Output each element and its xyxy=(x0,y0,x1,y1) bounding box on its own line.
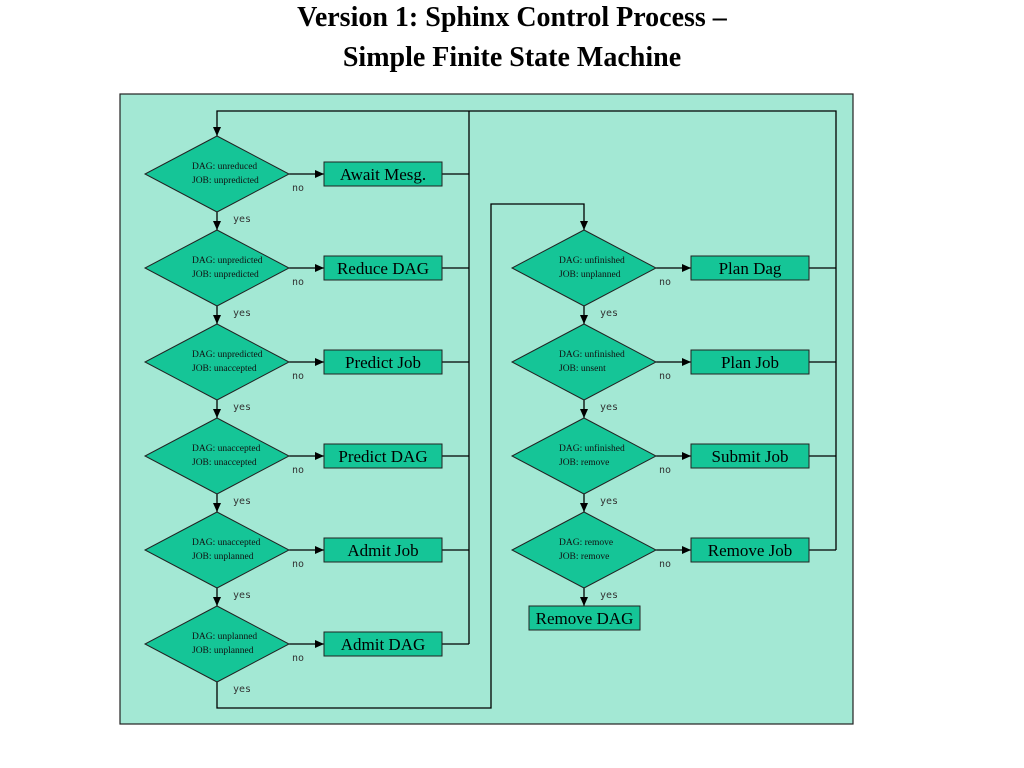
right-no-label-3: no xyxy=(659,465,671,476)
left-decision-4-dag-state: DAG: unaccepted xyxy=(192,444,261,454)
right-action-label-2: Plan Job xyxy=(721,353,779,372)
left-no-label-2: no xyxy=(292,277,304,288)
left-action-box-1 xyxy=(323,161,443,187)
left-no-label-3: no xyxy=(292,371,304,382)
left-decision-5-job-state: JOB: unplanned xyxy=(192,552,254,562)
right-action-box-3 xyxy=(690,443,810,469)
left-yes-label-1: yes xyxy=(233,214,251,225)
right-action-box-4 xyxy=(690,537,810,563)
left-decision-4-job-state: JOB: unaccepted xyxy=(192,458,257,468)
right-decision-1-dag-state: DAG: unfinished xyxy=(559,255,625,266)
left-no-label-1: no xyxy=(292,183,304,194)
right-action-label-1: Plan Dag xyxy=(719,259,782,278)
right-decision-3 xyxy=(510,417,658,495)
right-action-box-2 xyxy=(690,349,810,375)
left-no-label-4: no xyxy=(292,465,304,476)
left-decision-2-dag-state: DAG: unpredicted xyxy=(192,256,263,266)
right-no-label-4: no xyxy=(659,559,671,570)
left-action-box-6 xyxy=(323,631,443,657)
page-title: Version 1: Sphinx Control Process – xyxy=(297,2,727,33)
left-decision-1 xyxy=(143,135,291,213)
right-action-label-4: Remove Job xyxy=(708,541,793,560)
left-no-label-6: no xyxy=(292,653,304,664)
right-decision-4 xyxy=(510,511,658,589)
left-decision-2-job-state: JOB: unpredicted xyxy=(192,270,259,280)
left-decision-5-dag-state: DAG: unaccepted xyxy=(192,538,261,548)
right-decision-3-job-state: JOB: remove xyxy=(559,458,609,468)
right-decision-2 xyxy=(510,323,658,401)
connector-lines xyxy=(213,110,837,709)
left-action-box-4 xyxy=(323,443,443,469)
left-no-label-5: no xyxy=(292,559,304,570)
left-action-box-5 xyxy=(323,537,443,563)
right-decision-2-job-state: JOB: unsent xyxy=(559,364,606,374)
left-decision-3-job-state: JOB: unaccepted xyxy=(192,364,257,374)
right-decision-4-job-state: JOB: remove xyxy=(559,552,609,562)
left-action-label-2: Reduce DAG xyxy=(337,259,429,278)
right-no-label-1: no xyxy=(659,277,671,288)
left-decision-5 xyxy=(143,511,291,589)
right-action-box-1 xyxy=(690,255,810,281)
left-yes-label-6: yes xyxy=(233,684,251,695)
left-decision-6-job-state: JOB: unplanned xyxy=(192,646,254,656)
right-yes-label-2: yes xyxy=(600,402,618,413)
left-yes-label-2: yes xyxy=(233,308,251,319)
return-to-start-line xyxy=(213,110,837,550)
right-decision-1 xyxy=(510,229,658,307)
final-action-label: Remove DAG xyxy=(536,609,634,628)
right-decision-2-dag-state: DAG: unfinished xyxy=(559,349,625,360)
left-decision-3-dag-state: DAG: unpredicted xyxy=(192,350,263,360)
right-yes-label-3: yes xyxy=(600,496,618,507)
left-action-label-5: Admit Job xyxy=(347,541,418,560)
left-decision-1-job-state: JOB: unpredicted xyxy=(192,176,259,186)
left-decision-1-dag-state: DAG: unreduced xyxy=(192,162,257,172)
final-action-box xyxy=(528,605,641,631)
left-action-label-6: Admit DAG xyxy=(341,635,426,654)
right-yes-label-4: yes xyxy=(600,590,618,601)
left-decision-4 xyxy=(143,417,291,495)
left-action-box-3 xyxy=(323,349,443,375)
left-yes-label-4: yes xyxy=(233,496,251,507)
right-decision-3-dag-state: DAG: unfinished xyxy=(559,443,625,454)
left-action-label-3: Predict Job xyxy=(345,353,421,372)
left-decision-6 xyxy=(143,605,291,683)
left-action-box-2 xyxy=(323,255,443,281)
left-decision-2 xyxy=(143,229,291,307)
left-action-label-1: Await Mesg. xyxy=(340,165,426,184)
left-decision-3 xyxy=(143,323,291,401)
right-decision-1-job-state: JOB: unplanned xyxy=(559,270,621,280)
transfer-to-right-column xyxy=(216,203,588,709)
right-decision-4-dag-state: DAG: remove xyxy=(559,538,613,548)
page-subtitle: Simple Finite State Machine xyxy=(342,42,682,73)
right-no-label-2: no xyxy=(659,371,671,382)
left-action-label-4: Predict DAG xyxy=(338,447,427,466)
left-yes-label-3: yes xyxy=(233,402,251,413)
left-decision-6-dag-state: DAG: unplanned xyxy=(192,632,257,642)
right-yes-label-1: yes xyxy=(600,308,618,319)
left-yes-label-5: yes xyxy=(233,590,251,601)
right-action-label-3: Submit Job xyxy=(712,447,789,466)
